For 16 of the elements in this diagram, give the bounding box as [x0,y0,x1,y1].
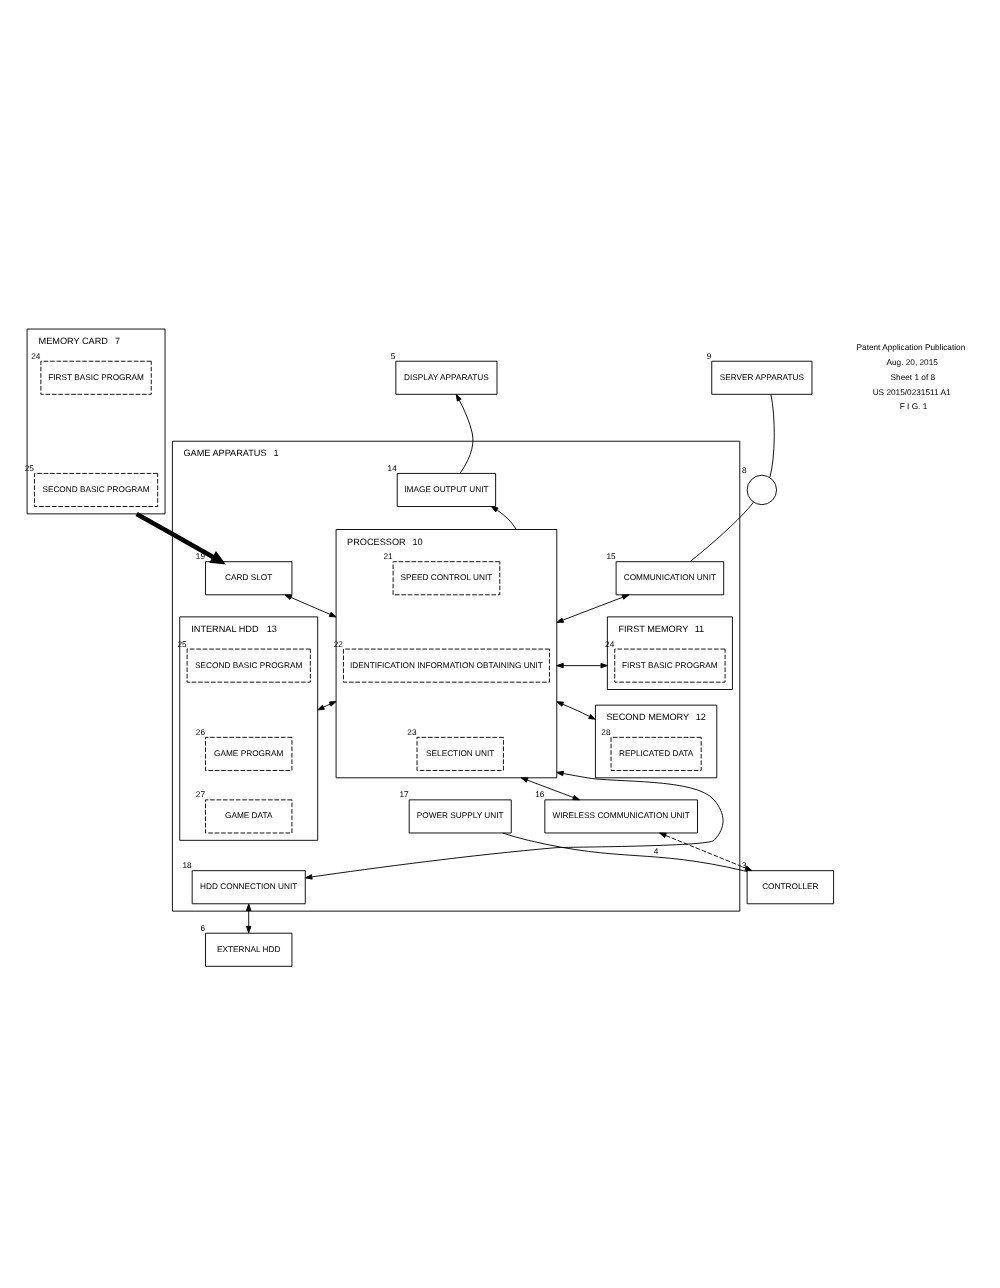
arrow [520,777,580,801]
arrow [490,506,517,530]
arrow [305,770,724,880]
connector [502,832,748,872]
node-circle [746,474,778,506]
arrow [246,903,252,934]
arrow [284,594,337,618]
arrow [659,832,753,872]
arrow [455,393,474,474]
arrow [556,594,630,623]
arrow [556,662,608,669]
arrow [317,701,337,711]
connector [689,501,754,563]
arrow [556,701,596,720]
connector [769,394,775,478]
arrow [135,511,226,565]
